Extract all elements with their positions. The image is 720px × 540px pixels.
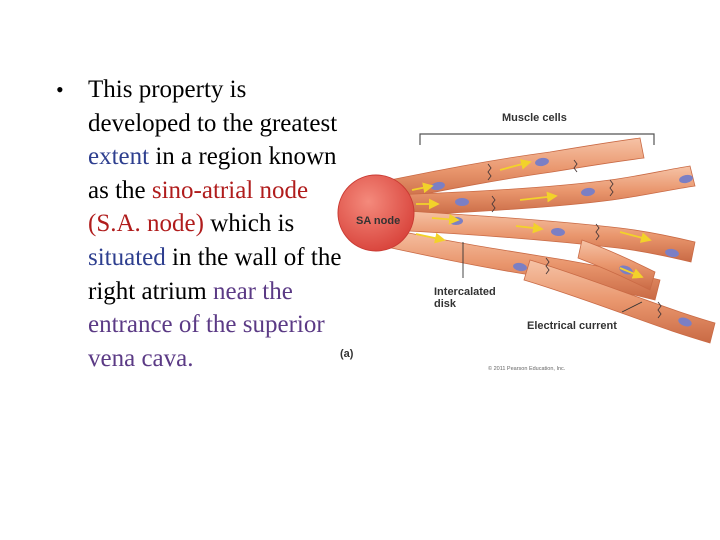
electrical-current-arrows xyxy=(411,159,652,279)
sa-node xyxy=(337,174,415,252)
current-arrow xyxy=(411,182,434,194)
current-arrow xyxy=(619,231,652,243)
nucleus xyxy=(535,157,549,167)
intercalated-disk xyxy=(657,301,662,319)
bullet-text-segment: situated xyxy=(88,243,166,271)
bullet-text-segment: sino-atrial node (S.A. node) xyxy=(88,176,309,238)
current-arrow xyxy=(619,267,644,279)
current-arrow xyxy=(515,222,544,234)
nucleus xyxy=(513,262,527,272)
muscle-fiber xyxy=(389,209,696,263)
muscle-cells-bracket xyxy=(419,133,655,145)
bullet-marker: • xyxy=(56,77,64,102)
intercalated-disks xyxy=(487,159,662,319)
bullet-point: • This property is developed to the grea… xyxy=(56,73,346,375)
bullet-text-segment: which is xyxy=(203,210,295,238)
bullet-text-segment: This property is developed to the greate… xyxy=(88,76,338,137)
panel-label: (a) xyxy=(340,348,354,360)
nucleus xyxy=(455,198,469,206)
intercalated-disk xyxy=(487,163,492,181)
nucleus xyxy=(431,181,445,191)
bullet-text: This property is developed to the greate… xyxy=(88,73,346,375)
intercalated-disk xyxy=(609,179,614,197)
bullet-text-segment: in the wall of the right atrium xyxy=(88,243,342,305)
nucleus xyxy=(665,248,679,258)
nuclei xyxy=(431,157,693,327)
bullet-text-segment: in a region known as the xyxy=(88,143,337,204)
nucleus xyxy=(551,227,565,237)
bullet-text-segment: near the entrance of the superior vena c… xyxy=(88,277,325,372)
nucleus xyxy=(449,217,463,225)
intercalated-disk xyxy=(595,223,600,241)
muscle-fiber xyxy=(379,137,645,203)
electrical-current-pointer xyxy=(621,301,643,313)
intercalated-disk-label: Intercalated xyxy=(434,286,496,298)
intercalated-disk-label-line2: disk xyxy=(434,298,457,310)
nucleus xyxy=(679,174,693,184)
copyright-credit: © 2011 Pearson Education, Inc. xyxy=(488,365,566,372)
muscle-cells-label: Muscle cells xyxy=(502,112,567,124)
intercalated-disk xyxy=(545,257,550,275)
sa-node-label: SA node xyxy=(356,215,400,227)
current-arrow xyxy=(499,159,532,171)
nucleus xyxy=(581,187,595,197)
intercalated-disk xyxy=(573,159,578,173)
electrical-current-label: Electrical current xyxy=(527,320,617,332)
current-arrow xyxy=(519,191,558,203)
muscle-fiber xyxy=(523,259,716,344)
sa-node-diagram: Muscle cells xyxy=(337,112,716,372)
intercalated-disk xyxy=(491,195,496,213)
muscle-fibers xyxy=(379,137,716,344)
current-arrow xyxy=(415,232,446,244)
current-arrow xyxy=(431,213,460,225)
bullet-text-segment: extent xyxy=(88,143,150,171)
nucleus xyxy=(678,317,692,327)
